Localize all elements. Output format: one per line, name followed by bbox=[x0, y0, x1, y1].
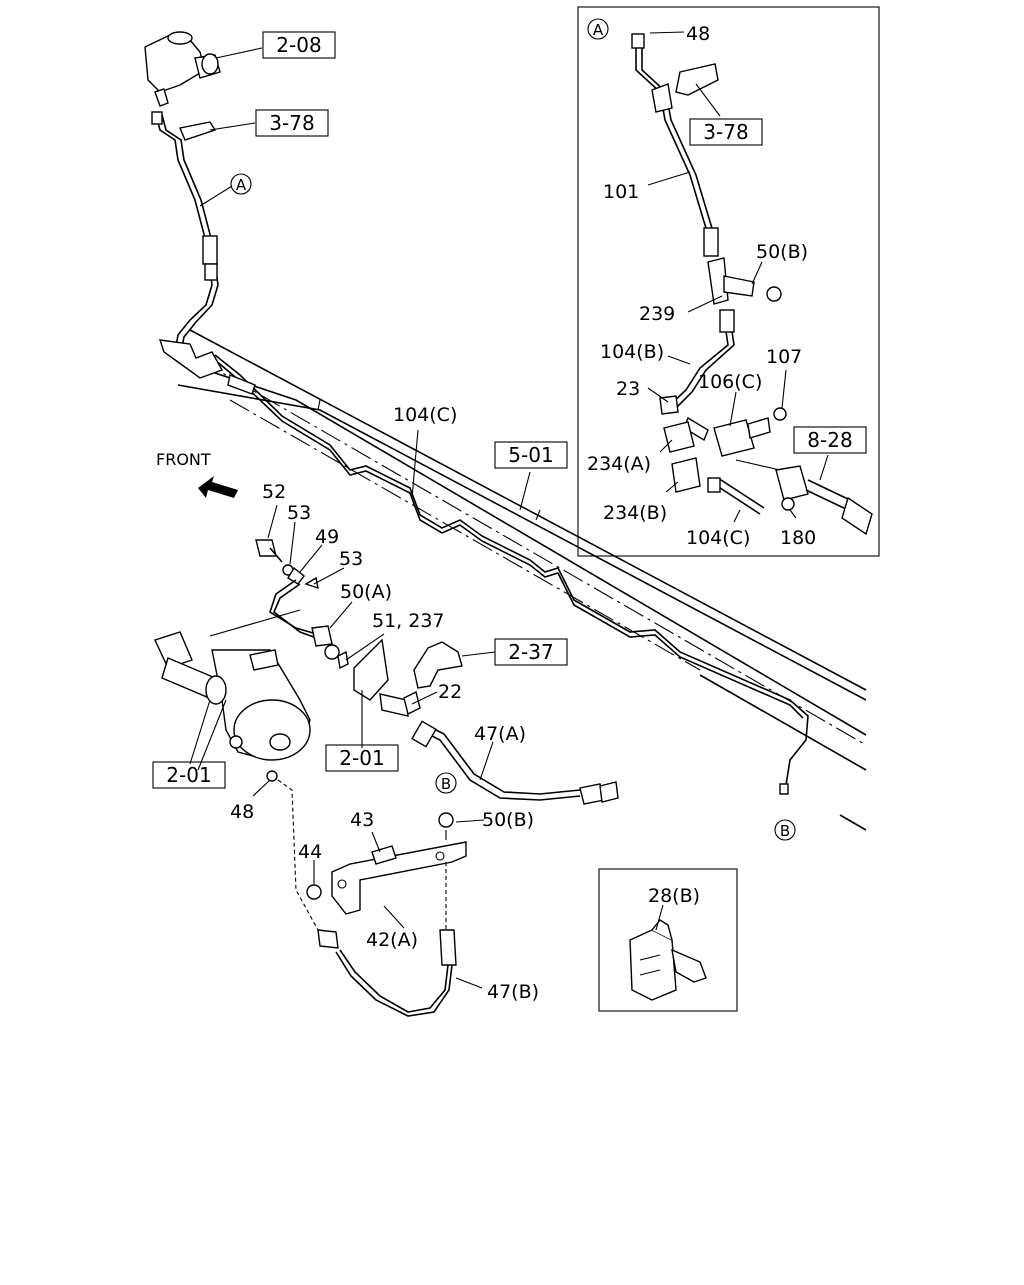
label-42a: 42(A) bbox=[366, 929, 418, 951]
ref-box-2-01-left: 2-01 bbox=[166, 763, 211, 787]
label-23: 23 bbox=[616, 378, 640, 400]
bracket-and-hose bbox=[266, 770, 467, 1017]
label-47a: 47(A) bbox=[474, 723, 526, 745]
label-239: 239 bbox=[639, 303, 675, 325]
reference-boxes: 2-08 3-78 3-78 8-28 5-01 2-37 2-01 2-01 bbox=[152, 31, 867, 789]
ref-box-5-01: 5-01 bbox=[508, 443, 553, 467]
small-parts bbox=[255, 539, 619, 805]
label-104c-main: 104(C) bbox=[393, 404, 457, 426]
label-106c: 106(C) bbox=[698, 371, 762, 393]
inset-detail-a bbox=[577, 6, 880, 557]
ref-box-3-78-inset: 3-78 bbox=[703, 120, 748, 144]
circled-references: A A B B bbox=[230, 18, 796, 841]
ref-box-8-28: 8-28 bbox=[807, 428, 852, 452]
frame-rail bbox=[175, 329, 867, 831]
clutch-pipe-upper bbox=[151, 111, 256, 395]
label-49: 49 bbox=[315, 526, 339, 548]
ref-box-2-08: 2-08 bbox=[276, 33, 321, 57]
circle-a-main: A bbox=[236, 176, 247, 194]
ref-box-2-37: 2-37 bbox=[508, 640, 553, 664]
ref-box-3-78: 3-78 bbox=[269, 111, 314, 135]
circle-a-inset: A bbox=[593, 21, 604, 39]
label-51-237: 51, 237 bbox=[372, 610, 445, 632]
ref-box-2-01-right: 2-01 bbox=[339, 746, 384, 770]
label-180: 180 bbox=[780, 527, 816, 549]
circle-b-bracket: B bbox=[441, 775, 451, 793]
label-53-b: 53 bbox=[339, 548, 363, 570]
label-22: 22 bbox=[438, 681, 462, 703]
label-50b: 50(B) bbox=[482, 809, 534, 831]
part-labels: 48 101 50(B) 239 104(B) 107 106(C) 23 23… bbox=[156, 23, 816, 1003]
label-101: 101 bbox=[603, 181, 639, 203]
clutch-booster bbox=[154, 609, 311, 771]
label-234a: 234(A) bbox=[587, 453, 651, 475]
leader-lines bbox=[189, 31, 829, 989]
brake-pipe-104c bbox=[214, 354, 809, 795]
label-104b: 104(B) bbox=[600, 341, 664, 363]
front-arrow-icon bbox=[198, 476, 238, 498]
circle-b-pipe-end: B bbox=[780, 822, 790, 840]
label-50b-inset: 50(B) bbox=[756, 241, 808, 263]
label-104c-inset: 104(C) bbox=[686, 527, 750, 549]
label-43: 43 bbox=[350, 809, 374, 831]
label-28b: 28(B) bbox=[648, 885, 700, 907]
label-47b: 47(B) bbox=[487, 981, 539, 1003]
label-52: 52 bbox=[262, 481, 286, 503]
label-48-inset: 48 bbox=[686, 23, 710, 45]
label-front: FRONT bbox=[156, 450, 211, 469]
master-cylinder bbox=[144, 31, 221, 107]
label-44: 44 bbox=[298, 841, 322, 863]
label-50a: 50(A) bbox=[340, 581, 392, 603]
label-234b: 234(B) bbox=[603, 502, 667, 524]
label-107: 107 bbox=[766, 346, 802, 368]
label-53-a: 53 bbox=[287, 502, 311, 524]
label-48: 48 bbox=[230, 801, 254, 823]
